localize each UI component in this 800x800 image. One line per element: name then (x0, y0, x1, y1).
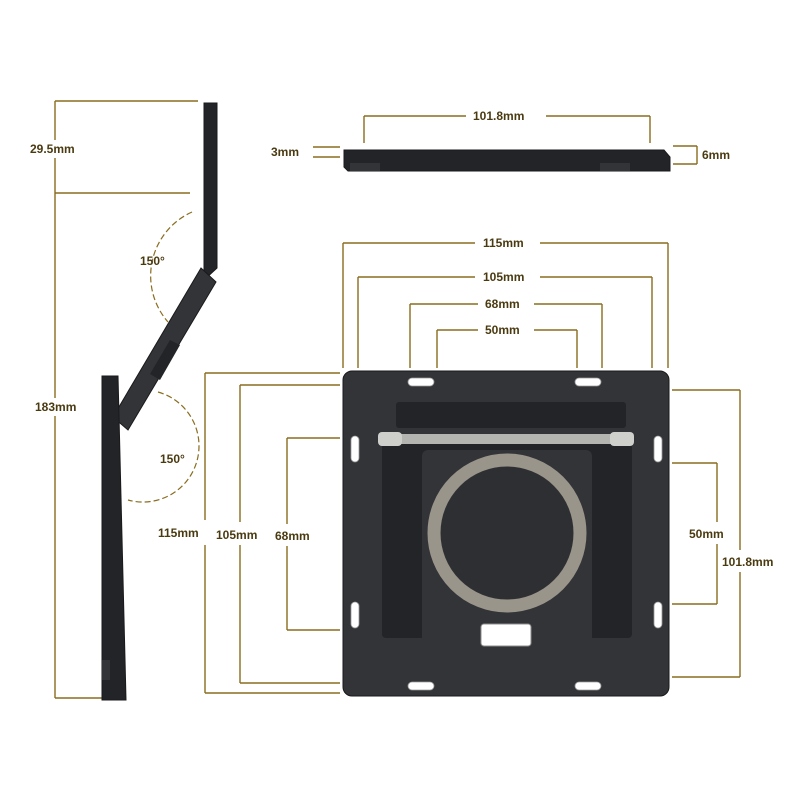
lower-angle-label: 150° (160, 452, 185, 466)
side-view: 29.5mm 183mm 150° 150° (30, 100, 218, 701)
top-view-vertical-dimensions-left: 115mm 105mm 68mm (158, 372, 340, 694)
edge-view: 101.8mm 3mm 6mm (271, 109, 730, 172)
h105-label: 105mm (216, 528, 257, 542)
lower-base-panel (101, 375, 127, 701)
h115-label: 115mm (158, 526, 199, 540)
slot-left-top (350, 435, 360, 463)
edge-foot-left (350, 163, 380, 171)
w50-label: 50mm (485, 323, 520, 337)
hinge-cap-right (610, 432, 634, 446)
slot-right-top (653, 435, 663, 463)
top-view-horizontal-dimensions: 115mm 105mm 68mm 50mm (342, 236, 669, 368)
top-view-plate (342, 370, 670, 697)
h50-label: 50mm (689, 527, 724, 541)
arm-hinge-detail (150, 340, 180, 380)
slot-left-bottom (350, 601, 360, 629)
height-total-label: 183mm (35, 400, 76, 414)
upper-back-panel (203, 102, 218, 282)
w105-label: 105mm (483, 270, 524, 284)
slot-top-right (574, 377, 602, 387)
w68-label: 68mm (485, 297, 520, 311)
upper-angle-arc (150, 211, 193, 323)
slot-top-left (407, 377, 435, 387)
upper-bar (396, 402, 626, 428)
diagonal-support-arm (112, 267, 217, 431)
slot-bottom-left (407, 681, 435, 691)
h101-label: 101.8mm (722, 555, 773, 569)
base-foot (102, 660, 110, 680)
slot-bottom-right (574, 681, 602, 691)
magnetic-ring (427, 453, 587, 613)
edge-profile (343, 149, 671, 172)
edge-foot-right (600, 163, 630, 171)
height-top-label: 29.5mm (30, 142, 75, 156)
edge-width-label: 101.8mm (473, 109, 524, 123)
ring-center (441, 467, 573, 599)
bottom-cutout (480, 623, 532, 647)
thickness-right-label: 6mm (702, 148, 730, 162)
top-view-vertical-dimensions-right: 50mm 101.8mm (672, 389, 773, 678)
h68-label: 68mm (275, 529, 310, 543)
upper-angle-label: 150° (140, 254, 165, 268)
slot-right-bottom (653, 601, 663, 629)
w115-label: 115mm (483, 236, 524, 250)
hinge-cap-left (378, 432, 402, 446)
hinge-rod (378, 434, 634, 444)
thickness-left-label: 3mm (271, 145, 299, 159)
